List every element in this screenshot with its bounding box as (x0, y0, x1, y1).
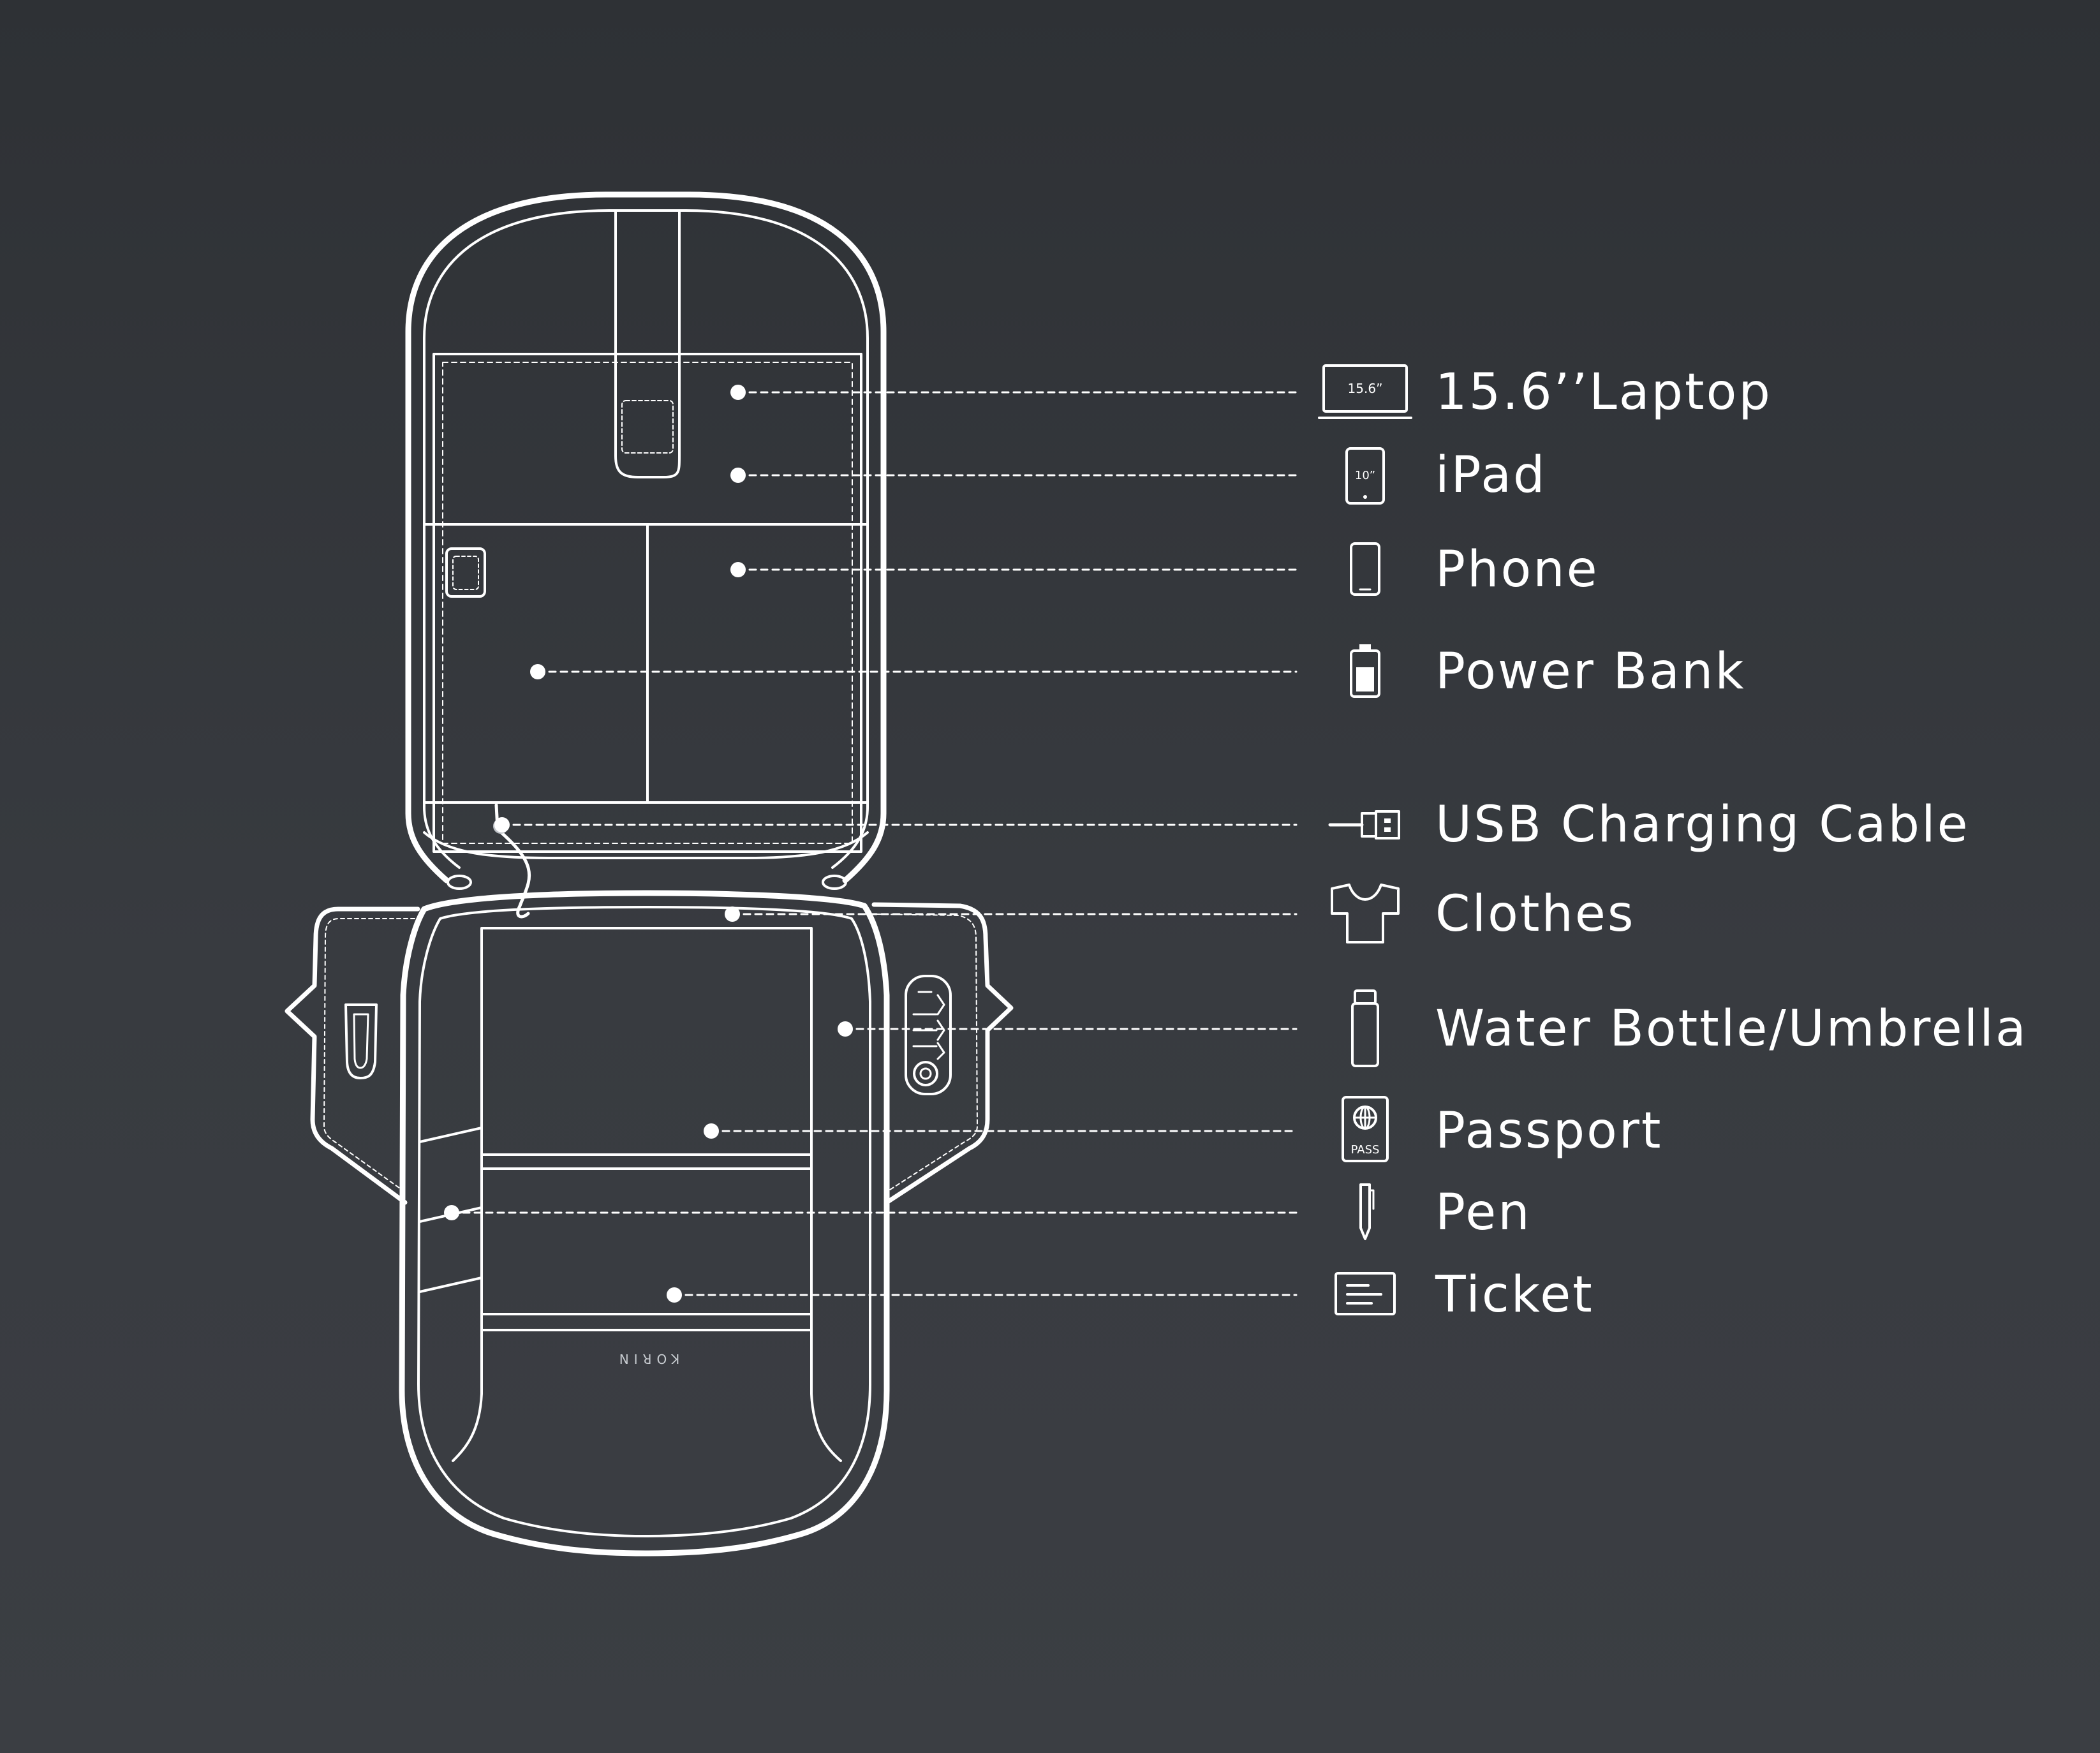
body-outer-shell (399, 890, 890, 1557)
dot-ticket (667, 1287, 682, 1303)
body-inner-shell (417, 906, 871, 1537)
label-ipad: iPad (1435, 447, 1547, 504)
label-water-bottle: Water Bottle/Umbrella (1435, 1000, 2028, 1058)
dot-usb-cable (494, 817, 510, 832)
left-zipper-pull (447, 875, 472, 890)
brand-mark: KORIN (614, 1351, 680, 1366)
combination-lock (905, 975, 952, 1095)
right-zipper-pull (822, 875, 847, 890)
left-side-wing-stitch (323, 918, 415, 1190)
sleeve-strap (614, 211, 681, 478)
lock-knob-center (919, 1067, 932, 1080)
svg-text:10”: 10” (1355, 469, 1375, 482)
laptop-sleeve-stitch (442, 362, 853, 844)
bottle-clip-inner (353, 1013, 369, 1069)
dot-power-bank (530, 664, 545, 679)
label-clothes: Clothes (1435, 885, 1636, 943)
label-laptop: 15.6’’Laptop (1435, 364, 1772, 421)
label-phone: Phone (1435, 541, 1599, 598)
lid-inner-bottom-edge (423, 831, 869, 859)
ticket-icon (1335, 1272, 1396, 1315)
right-side-wing-stitch (876, 913, 978, 1190)
id-card-window-inner (452, 556, 479, 590)
label-usb-cable: USB Charging Cable (1435, 796, 1970, 854)
tablet-icon: 10” (1345, 447, 1385, 505)
pen-slot-3 (418, 1276, 483, 1293)
leader-dots (444, 385, 853, 1303)
strap-velcro-patch (621, 400, 674, 454)
passport-icon: PASS (1342, 1096, 1389, 1162)
leader-lines (450, 391, 1298, 1296)
phone-icon (1350, 542, 1380, 596)
svg-text:PASS: PASS (1351, 1143, 1380, 1157)
dot-ipad (730, 468, 746, 483)
dot-pen (444, 1205, 459, 1220)
pen-slot-1 (418, 1127, 483, 1143)
tshirt-icon (1331, 884, 1400, 943)
lid-inner-shell (423, 209, 869, 869)
label-ticket: Ticket (1435, 1266, 1594, 1324)
dot-water-bottle (838, 1021, 853, 1037)
lock-dials (912, 991, 945, 1060)
dot-phone (730, 562, 746, 577)
pen-icon (1359, 1183, 1375, 1240)
right-side-wing (871, 902, 1014, 1205)
bottle-icon (1351, 989, 1379, 1067)
lid-outer-shell (405, 191, 887, 884)
battery-icon (1350, 644, 1380, 698)
label-passport: Passport (1435, 1102, 1663, 1160)
label-pen: Pen (1435, 1184, 1532, 1241)
inner-back-panel (452, 927, 842, 1462)
left-side-wing (285, 906, 420, 1205)
bottle-clip (344, 1003, 378, 1079)
laptop-sleeve (433, 353, 862, 853)
legend-icons: 15.6” 10” (1318, 364, 1412, 1315)
backpack-lid (405, 191, 887, 919)
dot-passport (704, 1123, 719, 1139)
label-power-bank: Power Bank (1435, 643, 1746, 700)
id-card-window (445, 547, 486, 598)
laptop-icon: 15.6” (1318, 364, 1412, 419)
dot-laptop (730, 385, 746, 400)
usb-icon (1328, 810, 1400, 840)
dot-clothes (725, 906, 740, 922)
backpack-body: KORIN (285, 890, 1014, 1557)
lock-knob (913, 1061, 938, 1086)
svg-text:15.6”: 15.6” (1348, 381, 1383, 396)
